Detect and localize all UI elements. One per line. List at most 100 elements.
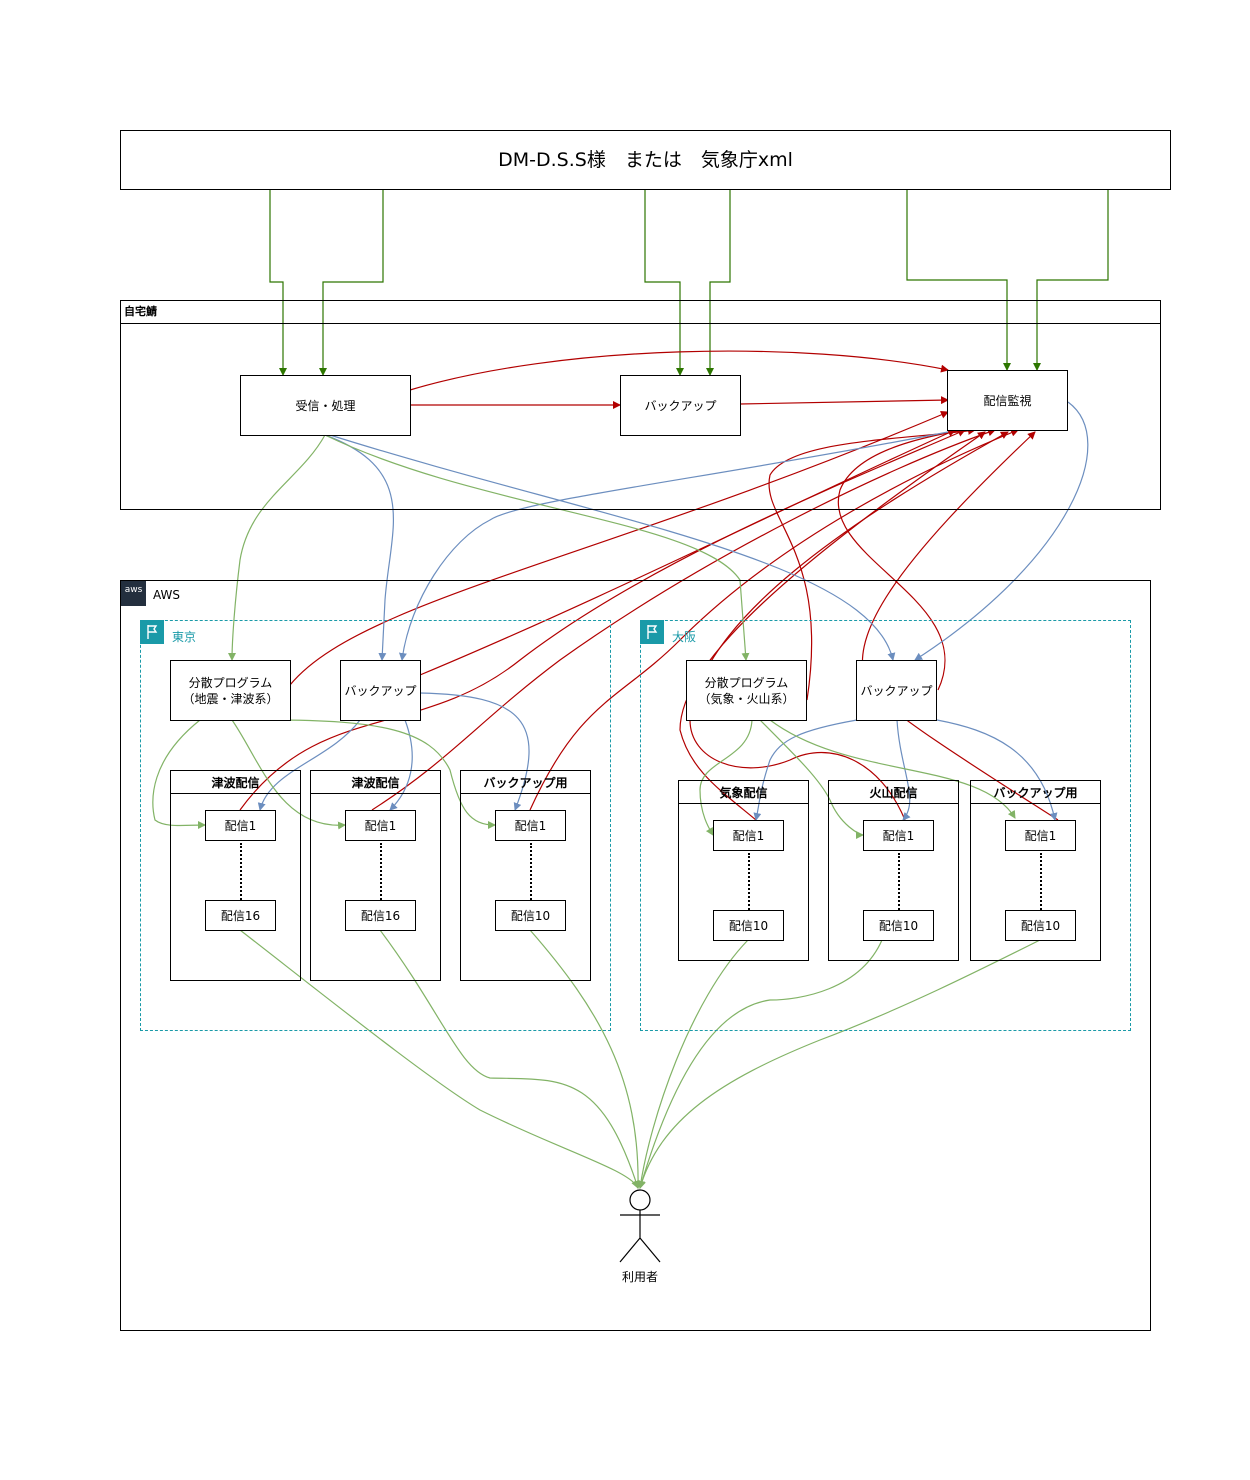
node-label: 配信16 <box>220 908 261 923</box>
home-backup-label: バックアップ <box>644 398 717 413</box>
osaka-g1-to-user <box>637 939 749 1189</box>
tokyo-region <box>140 620 611 1031</box>
tokyo-dist-to-g1 <box>152 719 206 830</box>
feed-to-backup-1 <box>644 190 684 376</box>
delivery-monitor-box[interactable]: 配信監視 <box>947 370 1068 431</box>
delivery-monitor-label: 配信監視 <box>983 393 1032 408</box>
tokyo-g1-last-node[interactable]: 配信16 <box>205 900 276 931</box>
feed-to-receive-2 <box>319 190 384 376</box>
osaka-g3-first-node[interactable]: 配信1 <box>1005 820 1076 851</box>
tokyo-g3-to-monitor <box>529 428 1019 811</box>
feed-to-backup-2 <box>706 190 731 376</box>
aws-cloud-frame <box>120 580 1151 1331</box>
tokyo-g3-first-node[interactable]: 配信1 <box>495 810 566 841</box>
node-label: 配信1 <box>224 818 257 833</box>
group-title: 津波配信 <box>171 771 300 794</box>
home-server-title: 自宅鯖 <box>121 301 1160 324</box>
feed-to-monitor-1 <box>906 190 1011 371</box>
source-title: DM-D.S.S様 または 気象庁xml <box>498 149 793 171</box>
home-backup-box[interactable]: バックアップ <box>620 375 741 436</box>
osaka-g3-to-user <box>638 939 1041 1189</box>
tokyo-dist-to-g2 <box>231 719 346 830</box>
aws-logo-icon: aws <box>121 581 146 606</box>
osaka-region <box>640 620 1131 1031</box>
tokyo-dist-to-g3 <box>269 719 496 829</box>
osaka-g3-last-node[interactable]: 配信10 <box>1005 910 1076 941</box>
tokyo-backup-to-monitor <box>419 429 956 676</box>
node-label: 配信1 <box>882 828 915 843</box>
osaka-g1-first-node[interactable]: 配信1 <box>713 820 784 851</box>
osaka-group-2: 火山配信 <box>828 780 959 961</box>
tokyo-backup-to-g1 <box>257 719 361 811</box>
tokyo-dist-to-monitor <box>289 411 949 686</box>
osaka-backup-box[interactable]: バックアップ <box>856 660 937 721</box>
osaka-g2-first-node[interactable]: 配信1 <box>863 820 934 851</box>
osaka-g1-last-node[interactable]: 配信10 <box>713 910 784 941</box>
node-label: 配信10 <box>878 918 919 933</box>
osaka-g2-to-user <box>638 939 883 1189</box>
region-flag-glyph <box>147 625 158 639</box>
group-title: 津波配信 <box>311 771 440 794</box>
receive-to-osaka-dist <box>324 434 750 661</box>
tokyo-backup-box[interactable]: バックアップ <box>340 660 421 721</box>
receive-process-label: 受信・処理 <box>295 398 356 413</box>
tokyo-g2-last-node[interactable]: 配信16 <box>345 900 416 931</box>
node-ellipsis <box>898 853 900 910</box>
node-ellipsis <box>530 843 532 900</box>
osaka-distributor-box[interactable]: 分散プログラム （気象・火山系） <box>686 660 807 721</box>
group-title: バックアップ用 <box>461 771 590 794</box>
osaka-dist-to-g3 <box>769 719 1016 819</box>
node-label: 配信1 <box>364 818 397 833</box>
tokyo-backup-to-g2 <box>389 719 413 811</box>
node-label: 配信1 <box>514 818 547 833</box>
tokyo-g3-last-node[interactable]: 配信10 <box>495 900 566 931</box>
group-title: バックアップ用 <box>971 781 1100 804</box>
region-flag-icon <box>140 620 164 644</box>
feed-to-monitor-2 <box>1033 190 1109 371</box>
tokyo-g2-first-node[interactable]: 配信1 <box>345 810 416 841</box>
tokyo-g3-to-user <box>529 929 643 1189</box>
osaka-dist-to-monitor <box>768 426 976 701</box>
tokyo-g2-to-monitor <box>371 428 996 811</box>
tokyo-group-1: 津波配信 <box>170 770 301 981</box>
node-ellipsis <box>240 843 242 900</box>
backup-to-monitor <box>739 396 949 405</box>
receive-to-monitor <box>409 350 949 391</box>
osaka-backup-to-g1 <box>753 719 858 821</box>
home-server-frame: 自宅鯖 <box>120 300 1161 510</box>
node-ellipsis <box>748 853 750 910</box>
tokyo-backup-to-g3 <box>419 692 530 811</box>
osaka-dist-to-g1 <box>699 719 753 836</box>
region-flag-glyph <box>647 625 658 639</box>
receive-process-box[interactable]: 受信・処理 <box>240 375 411 436</box>
osaka-g2-last-node[interactable]: 配信10 <box>863 910 934 941</box>
tokyo-distributor-box[interactable]: 分散プログラム （地震・津波系） <box>170 660 291 721</box>
receive-to-tokyo-dist <box>228 434 326 661</box>
osaka-distributor-label: 分散プログラム （気象・火山系） <box>698 675 795 706</box>
tokyo-distributor-label: 分散プログラム （地震・津波系） <box>182 675 279 706</box>
region-flag-icon <box>640 620 664 644</box>
source-system-box: DM-D.S.S様 または 気象庁xml <box>120 130 1171 190</box>
group-title: 気象配信 <box>679 781 808 804</box>
node-label: 配信10 <box>510 908 551 923</box>
feed-to-receive-1 <box>269 190 287 376</box>
aws-label: AWS <box>153 588 181 602</box>
monitor-to-tokyo-backup <box>398 431 949 661</box>
user-label: 利用者 <box>622 1270 659 1284</box>
tokyo-backup-label: バックアップ <box>344 683 417 698</box>
osaka-g2-to-monitor <box>689 431 1009 821</box>
osaka-backup-to-g3 <box>936 719 1058 821</box>
receive-to-osaka-backup <box>329 434 896 661</box>
group-title: 火山配信 <box>829 781 958 804</box>
osaka-backup-to-g2 <box>896 719 911 821</box>
node-label: 配信10 <box>1020 918 1061 933</box>
monitor-to-osaka-backup <box>914 401 1089 661</box>
tokyo-g1-first-node[interactable]: 配信1 <box>205 810 276 841</box>
tokyo-group-3: バックアップ用 <box>460 770 591 981</box>
osaka-group-1: 気象配信 <box>678 780 809 961</box>
backup-lines <box>257 401 1089 821</box>
aws-logo-text: aws <box>124 585 143 595</box>
source-feed-lines <box>269 190 1109 376</box>
node-ellipsis <box>1040 853 1042 910</box>
